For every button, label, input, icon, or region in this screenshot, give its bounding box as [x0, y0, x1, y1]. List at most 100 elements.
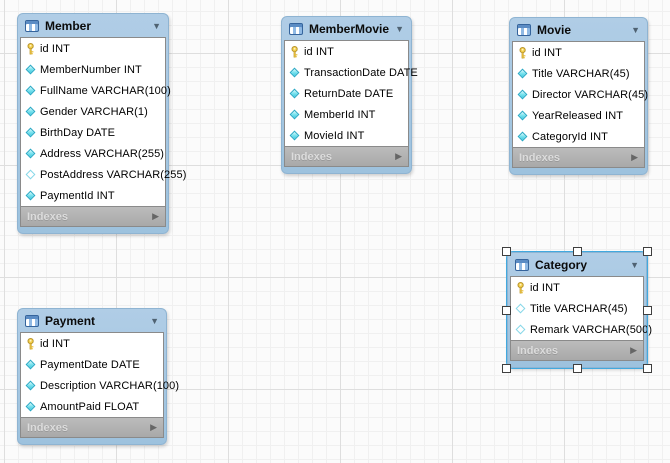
column-label: FullName VARCHAR(100): [40, 84, 171, 97]
selection-handle[interactable]: [643, 364, 652, 373]
column-row[interactable]: FullName VARCHAR(100): [21, 80, 171, 101]
primary-key-icon: [517, 46, 528, 59]
column-row[interactable]: PaymentDate DATE: [21, 354, 163, 375]
collapse-arrow-icon[interactable]: ▼: [631, 24, 640, 35]
table-header[interactable]: Movie ▼: [512, 19, 645, 41]
column-label: Title VARCHAR(45): [530, 302, 628, 315]
table-header[interactable]: Category ▼: [510, 254, 644, 276]
indexes-bar[interactable]: Indexes ▶: [513, 147, 644, 167]
selection-handle[interactable]: [502, 364, 511, 373]
column-row[interactable]: Title VARCHAR(45): [513, 63, 644, 84]
table-node[interactable]: Category ▼ id INT: [502, 247, 652, 373]
column-label: Director VARCHAR(45): [532, 88, 649, 101]
expand-arrow-icon[interactable]: ▶: [150, 422, 157, 432]
diamond-glyph: [25, 380, 36, 391]
column-icon: [25, 106, 36, 118]
column-row[interactable]: CategoryId INT: [513, 126, 644, 147]
column-label: CategoryId INT: [532, 130, 608, 143]
column-icon: [25, 127, 36, 139]
table-node[interactable]: MemberMovie ▼ id INT: [281, 16, 418, 174]
collapse-arrow-icon[interactable]: ▼: [150, 315, 159, 326]
diamond-glyph: [517, 89, 528, 100]
table-title: Category: [535, 258, 588, 272]
nullable-column-icon: [515, 324, 526, 336]
column-row[interactable]: MemberId INT: [285, 104, 408, 125]
column-label: BirthDay DATE: [40, 126, 116, 139]
column-label: MovieId INT: [304, 129, 365, 142]
diamond-glyph: [289, 88, 300, 99]
diamond-glyph: [289, 109, 300, 120]
selection-handle[interactable]: [573, 247, 582, 256]
selection-handle[interactable]: [502, 306, 511, 315]
table-title: Movie: [537, 23, 572, 37]
column-label: PaymentDate DATE: [40, 358, 140, 371]
column-row[interactable]: Title VARCHAR(45): [511, 298, 643, 319]
column-row[interactable]: id INT: [511, 277, 643, 298]
column-row[interactable]: id INT: [513, 42, 644, 63]
column-row[interactable]: TransactionDate DATE: [285, 62, 418, 83]
column-row[interactable]: id INT: [21, 333, 163, 354]
table-icon: [517, 24, 531, 36]
expand-arrow-icon[interactable]: ▶: [152, 211, 159, 221]
column-icon: [517, 68, 528, 80]
column-row[interactable]: PaymentId INT: [21, 185, 165, 206]
table-body: id INT TransactionDate DATE Return: [285, 41, 418, 146]
column-row[interactable]: id INT: [285, 41, 408, 62]
table-title: Member: [45, 19, 92, 33]
table-node[interactable]: Member ▼ id INT: [17, 13, 186, 234]
collapse-arrow-icon[interactable]: ▼: [395, 23, 404, 34]
column-row[interactable]: Description VARCHAR(100): [21, 375, 179, 396]
collapse-arrow-icon[interactable]: ▼: [630, 259, 639, 270]
expand-arrow-icon[interactable]: ▶: [631, 152, 638, 162]
table-header[interactable]: MemberMovie ▼: [284, 18, 409, 40]
column-label: ReturnDate DATE: [304, 87, 394, 100]
table-node[interactable]: Payment ▼ id INT: [17, 308, 179, 445]
primary-key-icon: [289, 45, 300, 58]
diamond-glyph: [517, 110, 528, 121]
table-header[interactable]: Member ▼: [20, 15, 166, 37]
selection-handle[interactable]: [502, 247, 511, 256]
column-row[interactable]: Address VARCHAR(255): [21, 143, 165, 164]
column-label: TransactionDate DATE: [304, 66, 418, 79]
indexes-bar[interactable]: Indexes ▶: [21, 206, 165, 226]
column-label: id INT: [304, 45, 334, 58]
primary-key-glyph: [517, 281, 524, 293]
table-icon: [25, 315, 39, 327]
column-row[interactable]: MemberNumber INT: [21, 59, 165, 80]
column-row[interactable]: AmountPaid FLOAT: [21, 396, 163, 417]
column-row[interactable]: Gender VARCHAR(1): [21, 101, 165, 122]
column-row[interactable]: MovieId INT: [285, 125, 408, 146]
column-row[interactable]: YearReleased INT: [513, 105, 644, 126]
column-row[interactable]: BirthDay DATE: [21, 122, 165, 143]
nullable-column-icon: [25, 169, 36, 181]
column-row[interactable]: ReturnDate DATE: [285, 83, 408, 104]
selection-handle[interactable]: [573, 364, 582, 373]
indexes-bar[interactable]: Indexes ▶: [285, 146, 408, 166]
column-row[interactable]: id INT: [21, 38, 165, 59]
table-title: Payment: [45, 314, 96, 328]
column-icon: [25, 359, 36, 371]
column-icon: [289, 88, 300, 100]
collapse-arrow-icon[interactable]: ▼: [152, 20, 161, 31]
primary-key-icon: [515, 281, 526, 294]
column-row[interactable]: PostAddress VARCHAR(255): [21, 164, 186, 185]
expand-arrow-icon[interactable]: ▶: [630, 345, 637, 355]
selection-handle[interactable]: [643, 306, 652, 315]
expand-arrow-icon[interactable]: ▶: [395, 151, 402, 161]
primary-key-icon: [25, 42, 36, 55]
column-row[interactable]: Remark VARCHAR(500): [511, 319, 652, 340]
column-row[interactable]: Director VARCHAR(45): [513, 84, 648, 105]
selection-handle[interactable]: [643, 247, 652, 256]
table-header[interactable]: Payment ▼: [20, 310, 164, 332]
table-node[interactable]: Movie ▼ id INT: [509, 17, 648, 175]
diamond-glyph: [289, 67, 300, 78]
indexes-label: Indexes: [27, 421, 68, 434]
primary-key-icon: [25, 337, 36, 350]
column-label: id INT: [40, 337, 70, 350]
column-label: id INT: [530, 281, 560, 294]
indexes-bar[interactable]: Indexes ▶: [21, 417, 163, 437]
indexes-bar[interactable]: Indexes ▶: [511, 340, 643, 360]
indexes-label: Indexes: [517, 344, 558, 357]
diamond-glyph: [289, 130, 300, 141]
